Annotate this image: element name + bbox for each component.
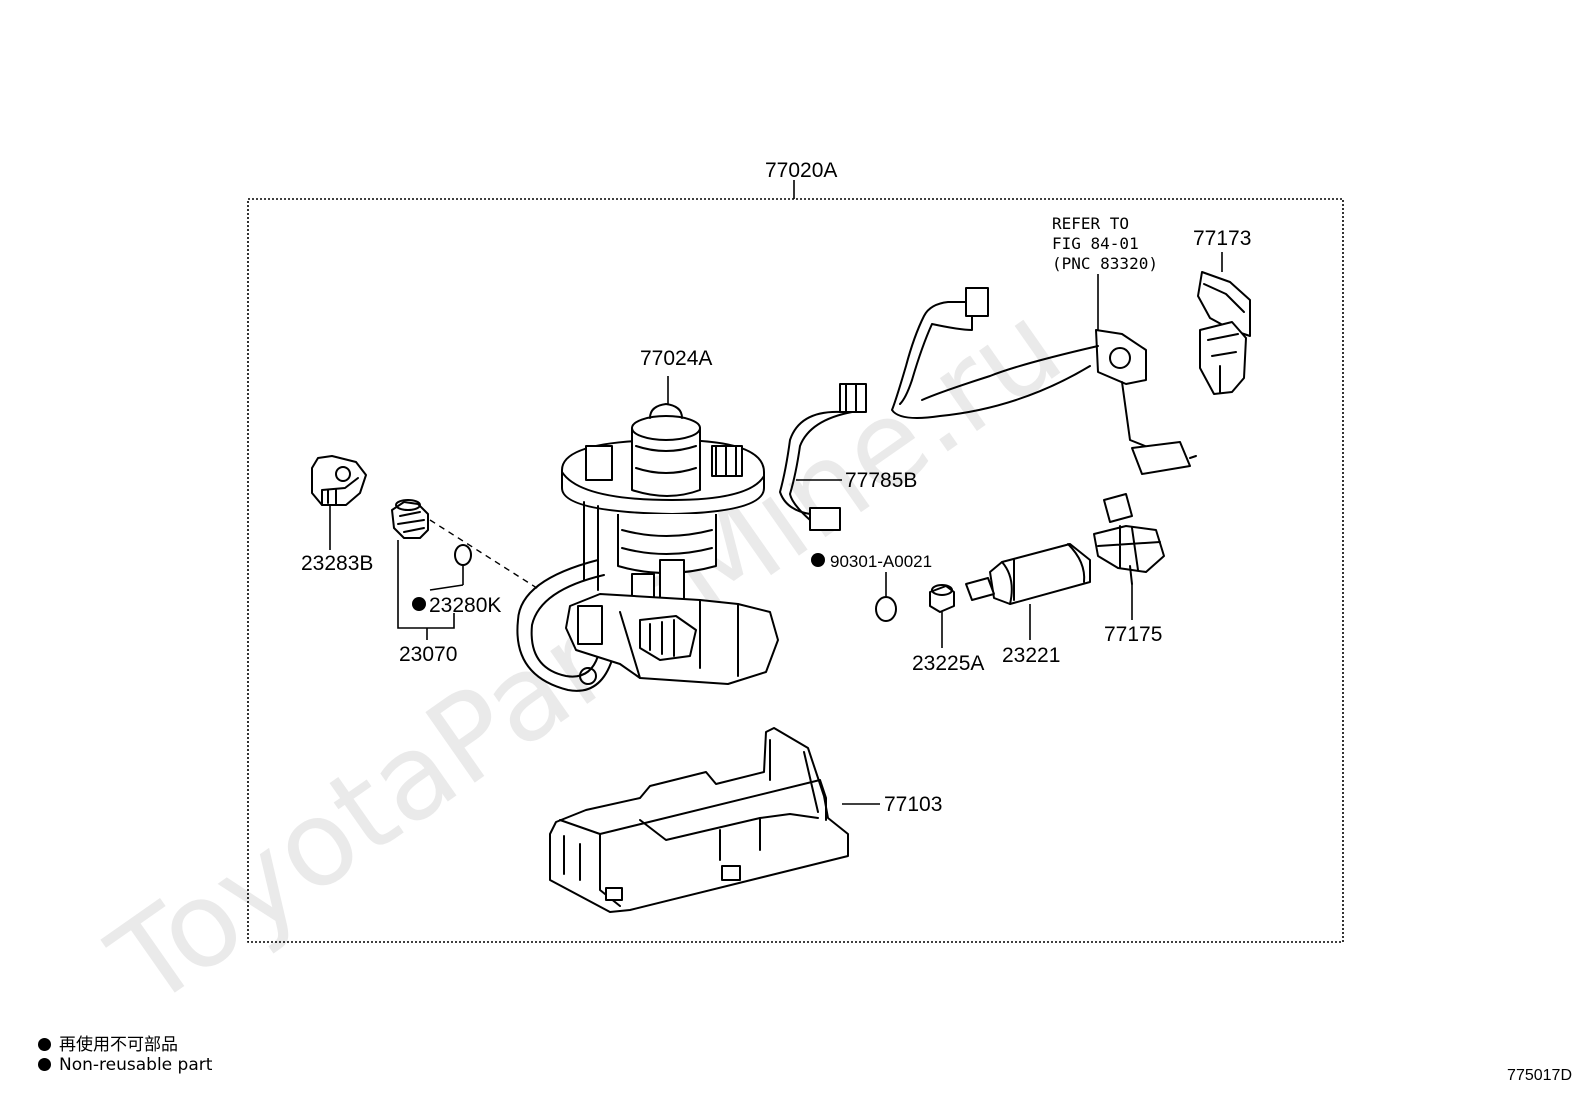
- figure-code: 775017D: [1507, 1067, 1572, 1084]
- label-refer-line2[interactable]: FIG 84-01: [1052, 234, 1139, 253]
- label-77020A[interactable]: 77020A: [765, 159, 837, 182]
- assembly-frame: [247, 198, 1344, 943]
- label-77103[interactable]: 77103: [884, 793, 942, 816]
- label-77785B[interactable]: 77785B: [845, 469, 917, 492]
- nonreusable-bullet-icon: [38, 1038, 51, 1051]
- sender-gauge-part: [891, 287, 1197, 475]
- label-77175[interactable]: 77175: [1104, 623, 1162, 646]
- oring-23280K: [454, 544, 472, 566]
- legend-text-jp: 再使用不可部品: [59, 1035, 178, 1055]
- cushion-part: [929, 584, 955, 613]
- tank-cover-part: [549, 727, 849, 913]
- nonreusable-mark-23280K: [412, 597, 426, 611]
- clip-part: [311, 455, 367, 506]
- pump-bracket-part: [516, 376, 779, 692]
- wire-part: [779, 383, 867, 531]
- legend-row-jp: 再使用不可部品: [38, 1030, 178, 1055]
- nonreusable-bullet-icon: [38, 1058, 51, 1071]
- legend-row-en: Non-reusable part: [38, 1055, 212, 1075]
- label-23283B[interactable]: 23283B: [301, 552, 373, 575]
- label-refer-line3[interactable]: (PNC 83320): [1052, 254, 1158, 273]
- label-90301-A0021[interactable]: 90301-A0021: [830, 552, 932, 571]
- label-23070[interactable]: 23070: [399, 643, 457, 666]
- legend-text-en: Non-reusable part: [59, 1055, 213, 1075]
- oring-90301: [875, 596, 897, 622]
- cover-part: [1197, 271, 1251, 395]
- label-77024A[interactable]: 77024A: [640, 347, 712, 370]
- label-23225A[interactable]: 23225A: [912, 652, 984, 675]
- label-23221[interactable]: 23221: [1002, 644, 1060, 667]
- nonreusable-mark-90301: [811, 553, 825, 567]
- regulator-part: [1093, 493, 1165, 585]
- filter-part: [391, 499, 429, 539]
- label-refer-line1[interactable]: REFER TO: [1052, 214, 1129, 233]
- fuel-pump-part: [965, 543, 1091, 605]
- label-23280K[interactable]: 23280K: [429, 594, 501, 617]
- label-77173[interactable]: 77173: [1193, 227, 1251, 250]
